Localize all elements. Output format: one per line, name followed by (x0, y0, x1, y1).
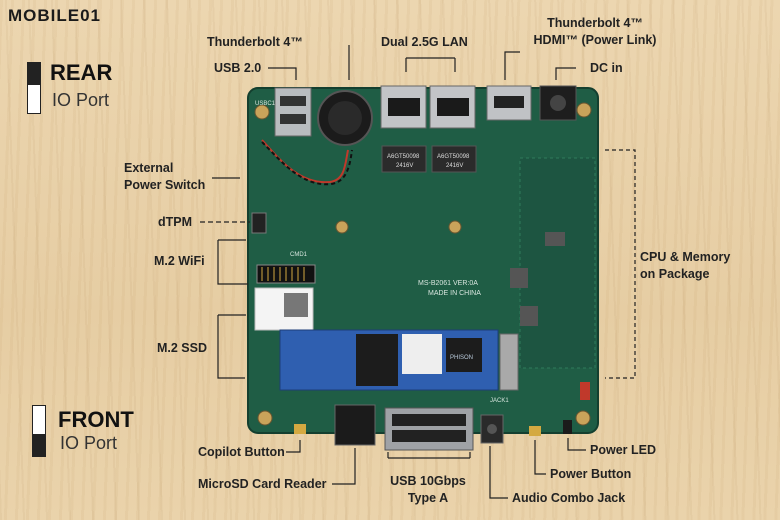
label-tb4-hdmi-1: Thunderbolt 4™ (547, 16, 643, 30)
power-wire (261, 139, 349, 184)
leader-audio (489, 446, 508, 499)
usbc-silk-text: USBC1 (255, 101, 276, 107)
microsd-slot (334, 404, 376, 446)
board-model-text: MS-B2061 VER:0A (418, 280, 478, 287)
mount-hole (448, 220, 462, 234)
leader-microsd (332, 448, 356, 485)
lan-chip (381, 145, 427, 173)
label-dtpm: dTPM (158, 215, 193, 229)
label-usb10-2: Type A (407, 491, 449, 505)
mount-hole (576, 102, 592, 118)
ssd-brand-text: PHISON (450, 355, 474, 361)
rear-usb-port (274, 87, 312, 137)
lan-chip (431, 145, 477, 173)
power-button (529, 426, 541, 436)
lan-chip-date-2: 2416V (446, 163, 464, 169)
rear-title: REAR (50, 60, 113, 85)
label-ext-power-1: External (124, 161, 174, 175)
mount-hole (575, 410, 591, 426)
label-cpu-2: on Package (640, 267, 710, 281)
leader-m2wifi (217, 239, 248, 285)
label-cpu-1: CPU & Memory (640, 250, 731, 264)
copilot-button (294, 424, 306, 434)
label-ext-power-2: Power Switch (124, 178, 206, 192)
label-tb4-top: Thunderbolt 4™ (207, 35, 303, 49)
label-m2wifi: M.2 WiFi (154, 254, 205, 268)
leader-usb2 (268, 67, 297, 80)
lan-chip-date-1: 2416V (396, 163, 414, 169)
leader-dcin (555, 67, 576, 80)
label-powerbtn: Power Button (550, 467, 632, 481)
label-microsd: MicroSD Card Reader (198, 477, 327, 491)
leader-copilot (286, 440, 301, 453)
brand-logo: MOBILE01 (8, 6, 102, 25)
lan-chip-label-2: A6GT50098 (437, 154, 470, 160)
label-m2ssd: M.2 SSD (157, 341, 208, 355)
mount-hole (335, 220, 349, 234)
leader-cpu (605, 149, 636, 379)
power-led (563, 420, 572, 434)
jack-silk-text: JACK1 (490, 398, 509, 404)
ssd-standoff (499, 333, 519, 391)
label-lan: Dual 2.5G LAN (381, 35, 468, 49)
cmd-silk-text: CMD1 (290, 252, 308, 258)
leader-tb4-hdmi (504, 51, 520, 80)
dtpm-header (251, 212, 267, 234)
label-usb10-1: USB 10Gbps (390, 474, 466, 488)
leader-usb10 (387, 452, 471, 459)
front-subtitle: IO Port (60, 433, 118, 453)
leader-lan (405, 57, 456, 72)
leader-m2ssd (217, 314, 246, 379)
board-made-text: MADE IN CHINA (428, 290, 481, 297)
rear-io-icon (27, 62, 41, 114)
leader-powerled (567, 438, 586, 451)
label-dcin: DC in (590, 61, 623, 75)
leader-powerbtn (534, 440, 546, 475)
front-title: FRONT (58, 407, 134, 432)
label-copilot: Copilot Button (198, 445, 285, 459)
mount-hole (254, 104, 270, 120)
label-tb4-hdmi-2: HDMI™ (Power Link) (533, 33, 657, 47)
mount-hole (257, 410, 273, 426)
label-powerled: Power LED (590, 443, 656, 457)
lan-chip-label-1: A6GT50098 (387, 154, 420, 160)
front-io-icon (32, 405, 46, 457)
cpu-memory-package (519, 157, 596, 369)
label-usb2: USB 2.0 (214, 61, 262, 75)
label-audio: Audio Combo Jack (512, 491, 626, 505)
rear-subtitle: IO Port (52, 90, 110, 110)
